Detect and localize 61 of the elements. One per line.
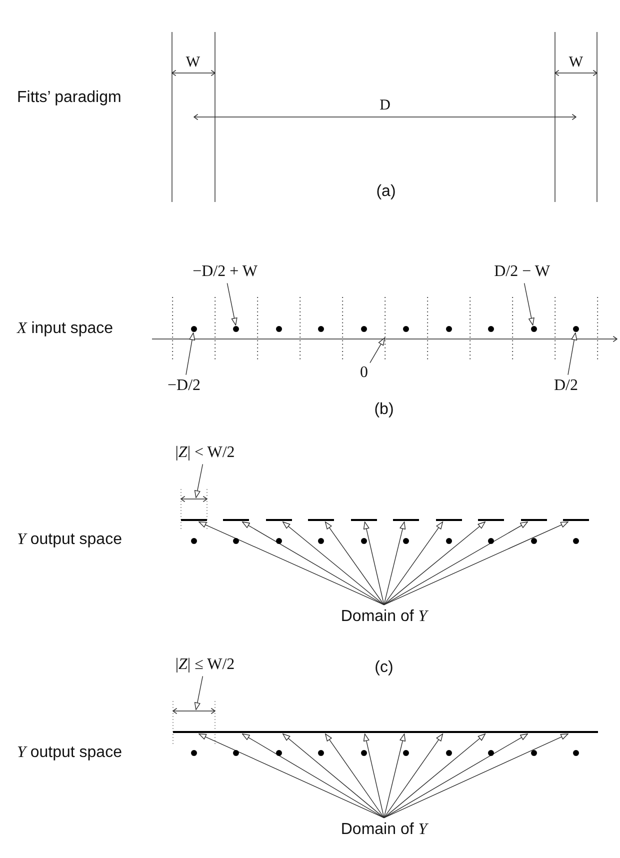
mapping-arrow	[198, 522, 384, 606]
dimension-label: D	[380, 97, 390, 115]
dot-icon	[573, 326, 580, 332]
mapping-arrow	[325, 734, 384, 818]
mapping-arrow	[384, 522, 528, 606]
position-label: −D/2	[167, 376, 201, 396]
mapping-arrow	[384, 522, 444, 606]
row-label: Y output space	[17, 530, 122, 550]
mapping-arrow	[363, 734, 384, 818]
domain-label: Domain of Y	[340, 820, 428, 840]
mapping-arrow	[363, 522, 384, 606]
mapping-arrow	[384, 522, 486, 606]
target-bar	[520, 518, 547, 522]
domain-label: Domain of Y	[340, 608, 428, 626]
mapping-arrow	[384, 734, 406, 818]
dot-icon	[191, 326, 197, 332]
leader-arrow	[186, 332, 196, 376]
tolerance-label: |Z| ≤ W/2	[175, 656, 235, 674]
leader-arrow	[568, 332, 578, 376]
position-label: −D/2 + W	[192, 262, 258, 282]
mapping-arrow	[384, 522, 568, 606]
row-label: Fitts’ paradigm	[17, 88, 122, 108]
mapping-arrow	[282, 522, 384, 606]
leader-arrow	[524, 282, 534, 326]
target-bar	[223, 518, 250, 522]
target-bar	[181, 518, 207, 522]
dimension-label: W	[568, 54, 584, 72]
leader-arrow	[226, 282, 238, 326]
position-label: D/2	[554, 376, 578, 396]
leader-arrow	[194, 464, 204, 498]
mapping-arrow	[384, 734, 568, 818]
mapping-arrow	[384, 734, 444, 818]
mapping-arrow	[384, 734, 486, 818]
leader-arrow	[370, 338, 385, 364]
dot-icon	[530, 326, 537, 332]
tolerance-label: |Z| < W/2	[175, 444, 235, 462]
target-bar	[173, 730, 598, 734]
position-label: 0	[360, 364, 368, 382]
mapping-arrow	[242, 734, 384, 818]
mapping-arrow	[324, 522, 384, 606]
mapping-arrow	[384, 734, 528, 818]
mapping-arrow	[384, 522, 406, 606]
leader-arrow	[194, 676, 204, 710]
subfigure-label: (a)	[376, 182, 396, 202]
target-bar	[350, 518, 377, 522]
subfigure-label: (c)	[374, 658, 394, 678]
dimension-label: W	[186, 54, 200, 72]
target-bar	[266, 518, 292, 522]
target-bar	[478, 518, 504, 522]
position-label: D/2 − W	[494, 262, 550, 282]
target-bar	[308, 518, 334, 522]
mapping-arrow	[198, 734, 384, 818]
target-bar	[393, 518, 420, 522]
row-label: Y output space	[17, 744, 122, 762]
row-label: X input space	[17, 320, 114, 338]
mapping-arrow	[282, 734, 384, 818]
target-bar	[563, 518, 590, 522]
target-bar	[436, 518, 462, 522]
dot-icon	[233, 326, 240, 332]
subfigure-label: (b)	[374, 400, 394, 420]
mapping-arrow	[242, 522, 384, 606]
